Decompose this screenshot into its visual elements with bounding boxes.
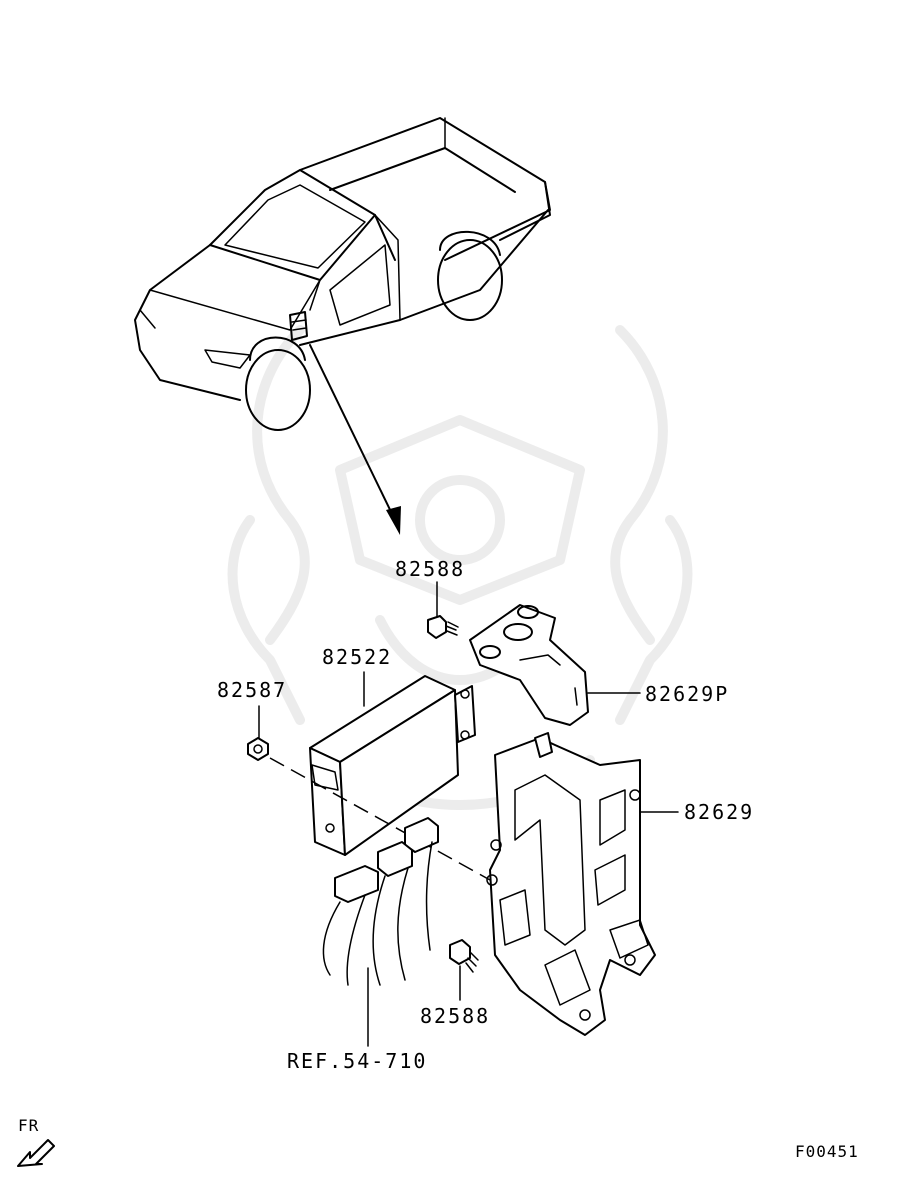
callout-82522: 82522 [322, 645, 393, 669]
callout-82587: 82587 [217, 678, 288, 702]
nut-part [247, 705, 491, 881]
watermark-emblem [227, 325, 693, 810]
control-module-part [309, 671, 476, 856]
direction-label: FR [18, 1116, 40, 1135]
callout-ref-harness: REF.54-710 [287, 1049, 428, 1073]
wiring-harness [322, 817, 439, 1047]
location-arrow [309, 344, 401, 535]
callout-82588-top: 82588 [395, 557, 466, 581]
upper-bracket-part [469, 604, 641, 726]
top-bolt-part [427, 581, 459, 639]
lower-bracket-part [486, 732, 679, 1036]
callout-82629: 82629 [684, 800, 755, 824]
callout-82629P: 82629P [645, 682, 730, 706]
front-direction-arrow [17, 1139, 55, 1167]
bottom-bolt-part [449, 939, 479, 1001]
callout-82588-bottom: 82588 [420, 1004, 491, 1028]
figure-code: F00451 [795, 1142, 859, 1161]
truck-illustration [134, 117, 551, 431]
